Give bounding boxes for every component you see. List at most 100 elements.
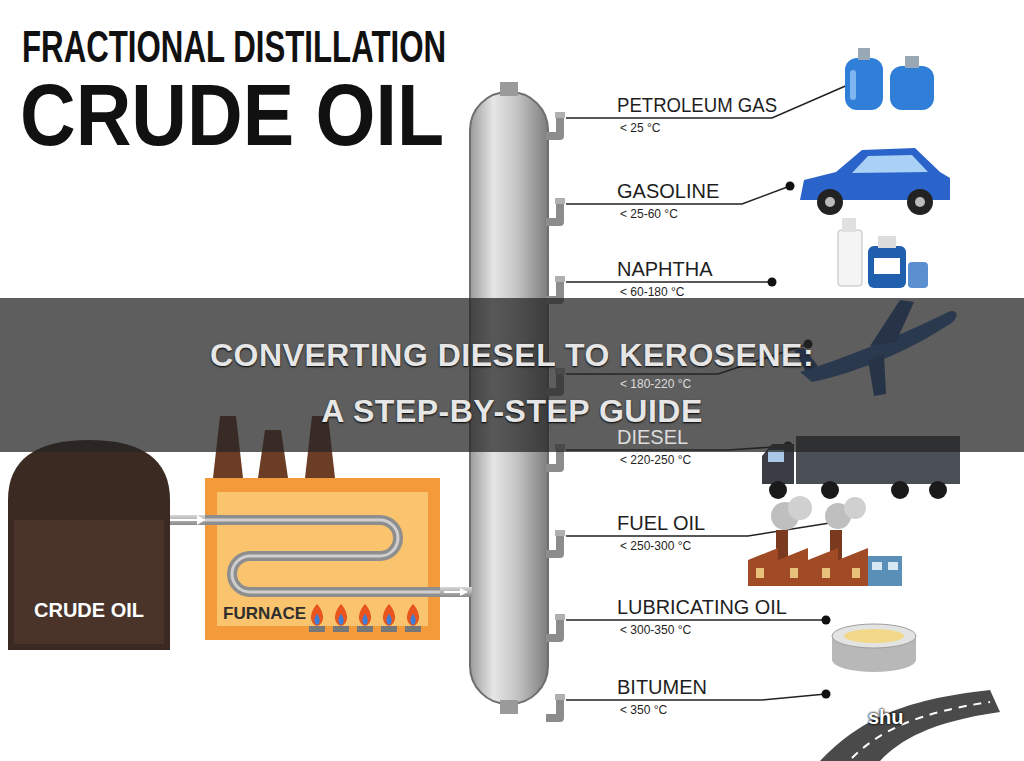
gas-cylinders-icon <box>905 56 919 68</box>
gas-cylinders-icon <box>890 66 934 110</box>
bottles-icon <box>842 218 856 232</box>
flame <box>311 604 323 626</box>
leader-line <box>566 281 772 283</box>
outlet-cap <box>555 276 565 282</box>
factory-icon <box>790 568 798 578</box>
car-icon <box>800 148 950 215</box>
fraction-name: PETROLEUM GAS <box>617 94 777 117</box>
feed-pipe <box>440 587 472 597</box>
outlet-cap <box>555 530 565 536</box>
road-icon <box>852 702 990 758</box>
fraction-name: NAPHTHA <box>617 258 713 281</box>
flame-core <box>386 614 391 625</box>
flame <box>335 604 347 626</box>
burner <box>381 626 397 632</box>
node-label: CRUDE OIL <box>34 599 144 622</box>
bottles-icon <box>868 246 906 288</box>
wax-tin-icon <box>844 629 904 643</box>
bottles-icon <box>874 258 900 274</box>
feed-pipe <box>460 588 468 596</box>
leader-line <box>566 84 850 118</box>
factory-icon <box>852 568 860 578</box>
fraction-name: FUEL OIL <box>617 512 705 535</box>
wax-tin-icon <box>832 624 916 648</box>
fraction-name: GASOLINE <box>617 180 719 203</box>
temperature-range: < 25 °C <box>620 122 661 136</box>
gas-cylinders-icon <box>845 48 934 110</box>
temperature-range: < 60-180 °C <box>620 286 685 300</box>
factory-icon <box>844 497 866 519</box>
pipe <box>170 515 205 525</box>
title-line: CRUDE OIL <box>20 64 444 165</box>
outlet-pipe <box>546 280 560 300</box>
leader-dot <box>786 182 795 191</box>
temperature-range: < 300-350 °C <box>620 624 691 638</box>
truck-icon <box>929 481 947 499</box>
banner-heading: A STEP-BY-STEP GUIDE <box>0 392 1024 430</box>
heating-coil <box>205 520 440 592</box>
factory-icon <box>788 496 812 520</box>
wax-tin-icon <box>832 624 916 672</box>
factory-icon <box>756 568 764 578</box>
gas-cylinders-icon <box>845 58 883 110</box>
outlet-cap <box>555 198 565 204</box>
outlet-pipe <box>546 618 560 638</box>
bottles-icon <box>878 236 896 248</box>
truck-icon <box>769 481 787 499</box>
outlet-pipe <box>546 698 560 718</box>
outlet-cap <box>555 614 565 620</box>
fractionating-column <box>500 82 518 96</box>
temperature-range: < 220-250 °C <box>620 454 691 468</box>
factory-icon <box>868 556 902 586</box>
car-icon <box>817 189 843 215</box>
burner <box>357 626 373 632</box>
temperature-range: < 350 °C <box>620 704 667 718</box>
outlet-cap <box>555 112 565 118</box>
factory-icon <box>888 562 898 570</box>
fraction-name: LUBRICATING OIL <box>617 596 787 619</box>
road-icon <box>820 690 1000 761</box>
feed-pipe <box>444 591 462 593</box>
leader-line <box>566 619 826 621</box>
fraction-name: DIESEL <box>617 426 688 449</box>
flame-core <box>314 614 319 625</box>
banner-heading: CONVERTING DIESEL TO KEROSENE: <box>0 336 1024 374</box>
temperature-range: < 180-220 °C <box>620 378 691 392</box>
car-icon <box>907 189 933 215</box>
outlet-cap <box>555 694 565 700</box>
road-icon <box>820 690 1000 761</box>
temperature-range: < 25-60 °C <box>620 208 678 222</box>
flame-core <box>410 614 415 625</box>
watermark: shu <box>868 706 904 729</box>
truck-icon <box>821 481 839 499</box>
car-icon <box>825 197 835 207</box>
burner <box>333 626 349 632</box>
bottles-icon <box>908 262 928 288</box>
heating-coil-shine <box>205 520 440 592</box>
tank-oil <box>14 520 164 644</box>
flame-core <box>362 614 367 625</box>
pipe-connector <box>170 515 205 525</box>
arrowhead <box>197 515 205 525</box>
tank-body <box>8 440 170 650</box>
factory-icon <box>748 548 868 586</box>
outlet-pipe <box>546 534 560 554</box>
bottles-icon <box>838 218 928 288</box>
outlet-pipe <box>546 116 560 136</box>
node-label: FURNACE <box>223 604 306 624</box>
furnace-box: FURNACE <box>205 478 440 640</box>
flame <box>359 604 371 626</box>
leader-dot <box>822 690 831 699</box>
burner <box>309 626 325 632</box>
flame <box>407 604 419 626</box>
bottles-icon <box>838 230 862 286</box>
leader-dot <box>768 278 777 287</box>
title-banner: CONVERTING DIESEL TO KEROSENE: A STEP-BY-… <box>0 298 1024 452</box>
flame <box>383 604 395 626</box>
crude-oil-tank: CRUDE OIL <box>8 440 170 650</box>
factory-icon <box>822 568 830 578</box>
truck-icon <box>891 481 909 499</box>
temperature-range: < 250-300 °C <box>620 540 691 554</box>
factory-icon <box>872 562 882 570</box>
gas-cylinders-icon <box>858 48 870 60</box>
